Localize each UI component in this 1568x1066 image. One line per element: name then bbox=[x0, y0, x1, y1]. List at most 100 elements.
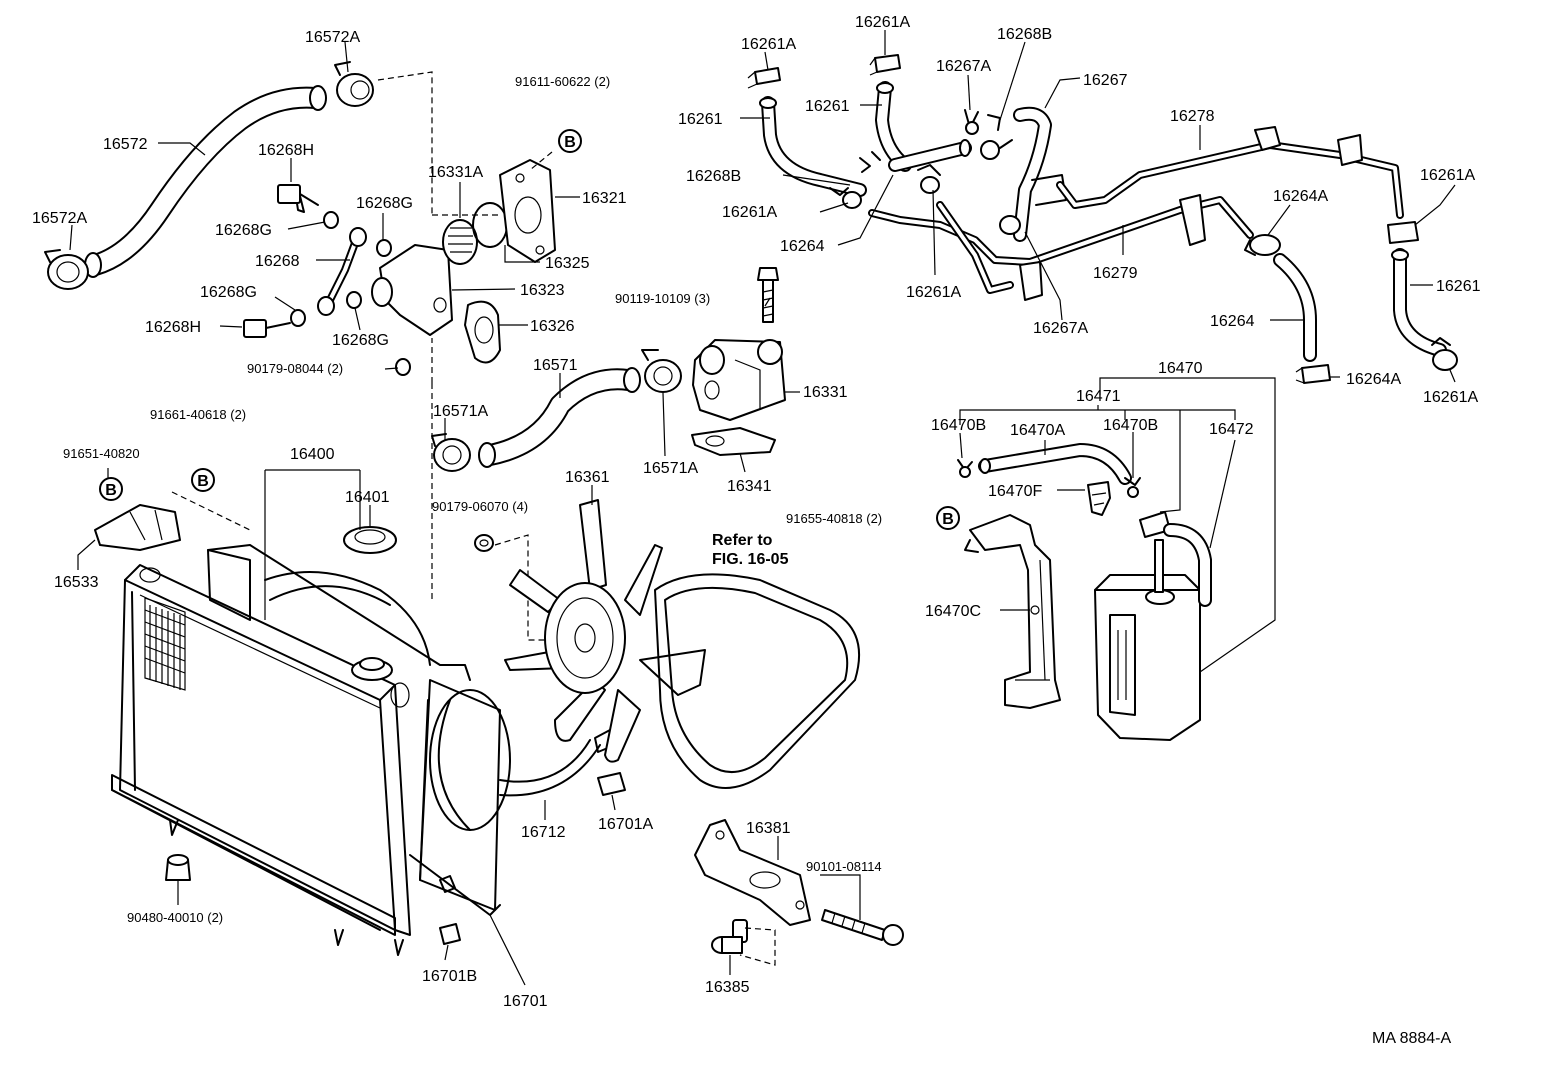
bypass-pipe-16268 bbox=[243, 184, 392, 338]
hose-clamp-16572A-top bbox=[334, 61, 374, 107]
gasket-16325 bbox=[472, 202, 508, 248]
label-16572A-left: 16572A bbox=[32, 210, 87, 227]
label-90119-10109: 90119-10109 (3) bbox=[615, 291, 710, 306]
label-90179-08044: 90179-08044 (2) bbox=[247, 361, 343, 376]
spacer-16385 bbox=[711, 919, 748, 954]
label-16261A-6: 16261A bbox=[1423, 389, 1478, 406]
label-16470: 16470 bbox=[1158, 360, 1203, 377]
label-16400: 16400 bbox=[290, 446, 335, 463]
bolt-90119-10109 bbox=[757, 267, 779, 323]
gasket-16341 bbox=[691, 427, 776, 456]
hose-16264-right bbox=[1273, 253, 1317, 362]
figure-code: MA 8884-A bbox=[1372, 1030, 1451, 1047]
label-16264-left: 16264 bbox=[780, 238, 825, 255]
hose-16261-right bbox=[1391, 248, 1447, 357]
label-16264-right: 16264 bbox=[1210, 313, 1255, 330]
callout-b-4: B bbox=[936, 506, 960, 530]
svg-text:B: B bbox=[105, 482, 117, 499]
label-16572: 16572 bbox=[103, 136, 148, 153]
label-16572A-top: 16572A bbox=[305, 29, 360, 46]
hose-clamp-16572A-left bbox=[44, 249, 89, 290]
label-16261-1: 16261 bbox=[678, 111, 723, 128]
shroud-clip-16701A bbox=[597, 772, 626, 796]
clamp-16264A-bottom bbox=[1295, 364, 1331, 384]
label-16268G-1: 16268G bbox=[356, 195, 413, 212]
radiator-hose-16572 bbox=[84, 85, 327, 278]
label-16261-3: 16261 bbox=[1436, 278, 1481, 295]
radiator-hose-16571 bbox=[478, 367, 641, 468]
label-16470C: 16470C bbox=[925, 603, 981, 620]
label-16385: 16385 bbox=[705, 979, 750, 996]
bracket-16533 bbox=[94, 504, 181, 551]
label-16264A-1: 16264A bbox=[1273, 188, 1328, 205]
radiator-cap-16401 bbox=[343, 526, 397, 554]
clips-16268B-left bbox=[829, 151, 941, 209]
label-16268G-2: 16268G bbox=[215, 222, 272, 239]
callout-b-3: B bbox=[99, 477, 123, 501]
label-16331: 16331 bbox=[803, 384, 848, 401]
water-inlet-16321 bbox=[499, 159, 556, 263]
hose-16470A bbox=[978, 443, 1132, 485]
clamp-16261A-right-bottom bbox=[1431, 337, 1458, 371]
label-16533: 16533 bbox=[54, 574, 99, 591]
label-91611-60622: 91611-60622 (2) bbox=[515, 74, 610, 89]
pipe-16278 bbox=[1056, 126, 1404, 219]
reference-note-line1: Refer to bbox=[712, 532, 773, 549]
label-16325: 16325 bbox=[545, 255, 590, 272]
label-16712: 16712 bbox=[521, 824, 566, 841]
label-16278: 16278 bbox=[1170, 108, 1215, 125]
water-inlet-16331 bbox=[692, 339, 786, 421]
label-16701: 16701 bbox=[503, 993, 548, 1010]
shroud-clip-16701B bbox=[439, 923, 461, 945]
cooling-fan-16361 bbox=[504, 499, 706, 763]
clamp-16261A-right-top bbox=[1387, 221, 1419, 244]
leader-lines bbox=[69, 30, 1456, 986]
label-16279: 16279 bbox=[1093, 265, 1138, 282]
hose-16261-a bbox=[759, 96, 867, 197]
gasket-16326 bbox=[464, 300, 501, 364]
label-16267: 16267 bbox=[1083, 72, 1128, 89]
v-belt bbox=[654, 573, 861, 789]
hose-16472 bbox=[1163, 523, 1212, 607]
bracket-16381 bbox=[694, 819, 811, 926]
label-16341: 16341 bbox=[727, 478, 772, 495]
label-16261A-3: 16261A bbox=[722, 204, 777, 221]
label-16571A-left: 16571A bbox=[433, 403, 488, 420]
hose-clamp-16571A-left bbox=[431, 433, 471, 472]
label-16264A-2: 16264A bbox=[1346, 371, 1401, 388]
label-16268G-3: 16268G bbox=[200, 284, 257, 301]
clamp-16261A-a bbox=[747, 67, 781, 89]
water-outlet-16323 bbox=[371, 244, 453, 376]
label-16381: 16381 bbox=[746, 820, 791, 837]
label-16261A-4: 16261A bbox=[906, 284, 961, 301]
label-90179-06070: 90179-06070 (4) bbox=[432, 499, 528, 514]
label-16331A: 16331A bbox=[428, 164, 483, 181]
label-16571: 16571 bbox=[533, 357, 578, 374]
hose-16267 bbox=[1013, 106, 1067, 242]
hose-16264-left bbox=[888, 139, 972, 172]
svg-text:B: B bbox=[564, 134, 576, 151]
label-16323: 16323 bbox=[520, 282, 565, 299]
label-91661-40618: 91661-40618 (2) bbox=[150, 407, 246, 422]
label-16261A-5: 16261A bbox=[1420, 167, 1475, 184]
svg-text:B: B bbox=[942, 511, 954, 528]
hose-clamp-16571A-right bbox=[641, 349, 682, 393]
label-16261A-2: 16261A bbox=[855, 14, 910, 31]
label-16701B: 16701B bbox=[422, 968, 477, 985]
clip-16470F bbox=[1087, 481, 1111, 516]
label-16470B-2: 16470B bbox=[1103, 417, 1158, 434]
label-16470F: 16470F bbox=[988, 483, 1042, 500]
label-16321: 16321 bbox=[582, 190, 627, 207]
label-16361: 16361 bbox=[565, 469, 610, 486]
callout-b-1: B bbox=[558, 129, 582, 153]
label-16701A: 16701A bbox=[598, 816, 653, 833]
label-16268H-bottom: 16268H bbox=[145, 319, 201, 336]
reservoir-tank-16470 bbox=[1094, 574, 1201, 741]
label-90101-08114: 90101-08114 bbox=[806, 859, 882, 874]
label-16268B-left: 16268B bbox=[686, 168, 741, 185]
label-91651-40820: 91651-40820 bbox=[63, 446, 140, 461]
label-91655-40818: 91655-40818 (2) bbox=[786, 511, 882, 526]
pipe-16279 bbox=[868, 194, 1254, 301]
label-16267A-bottom: 16267A bbox=[1033, 320, 1088, 337]
